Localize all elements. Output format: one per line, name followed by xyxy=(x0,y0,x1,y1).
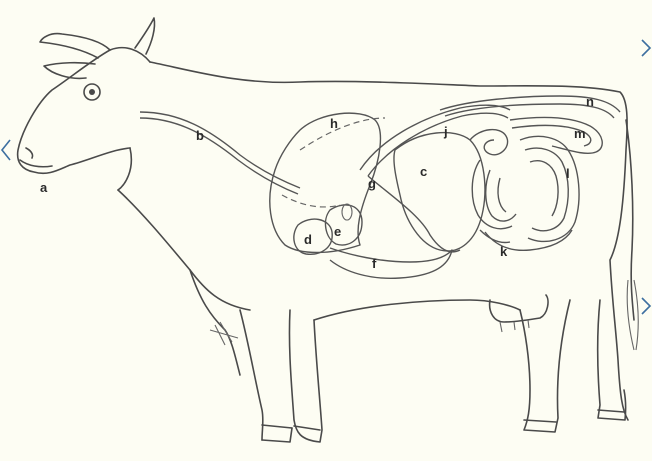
abomasum xyxy=(330,248,452,278)
digestive-tract xyxy=(140,96,620,278)
chevron-right-icon[interactable] xyxy=(642,40,650,314)
label-b: b xyxy=(196,128,204,143)
label-g: g xyxy=(368,176,376,191)
cecum-sac xyxy=(394,133,485,251)
label-f: f xyxy=(372,256,377,271)
esophagus xyxy=(140,112,300,188)
chevron-left-icon[interactable] xyxy=(2,140,10,160)
label-m: m xyxy=(574,126,586,141)
label-a: a xyxy=(40,180,48,195)
label-c: c xyxy=(420,164,427,179)
cow-outline xyxy=(18,18,639,442)
omasum xyxy=(325,205,362,245)
reticulum xyxy=(294,219,332,254)
label-n: n xyxy=(586,94,594,109)
label-k: k xyxy=(500,244,508,259)
label-d: d xyxy=(304,232,312,247)
label-e: e xyxy=(334,224,341,239)
label-l: l xyxy=(566,166,570,181)
label-j: j xyxy=(443,124,448,139)
label-h: h xyxy=(330,116,338,131)
